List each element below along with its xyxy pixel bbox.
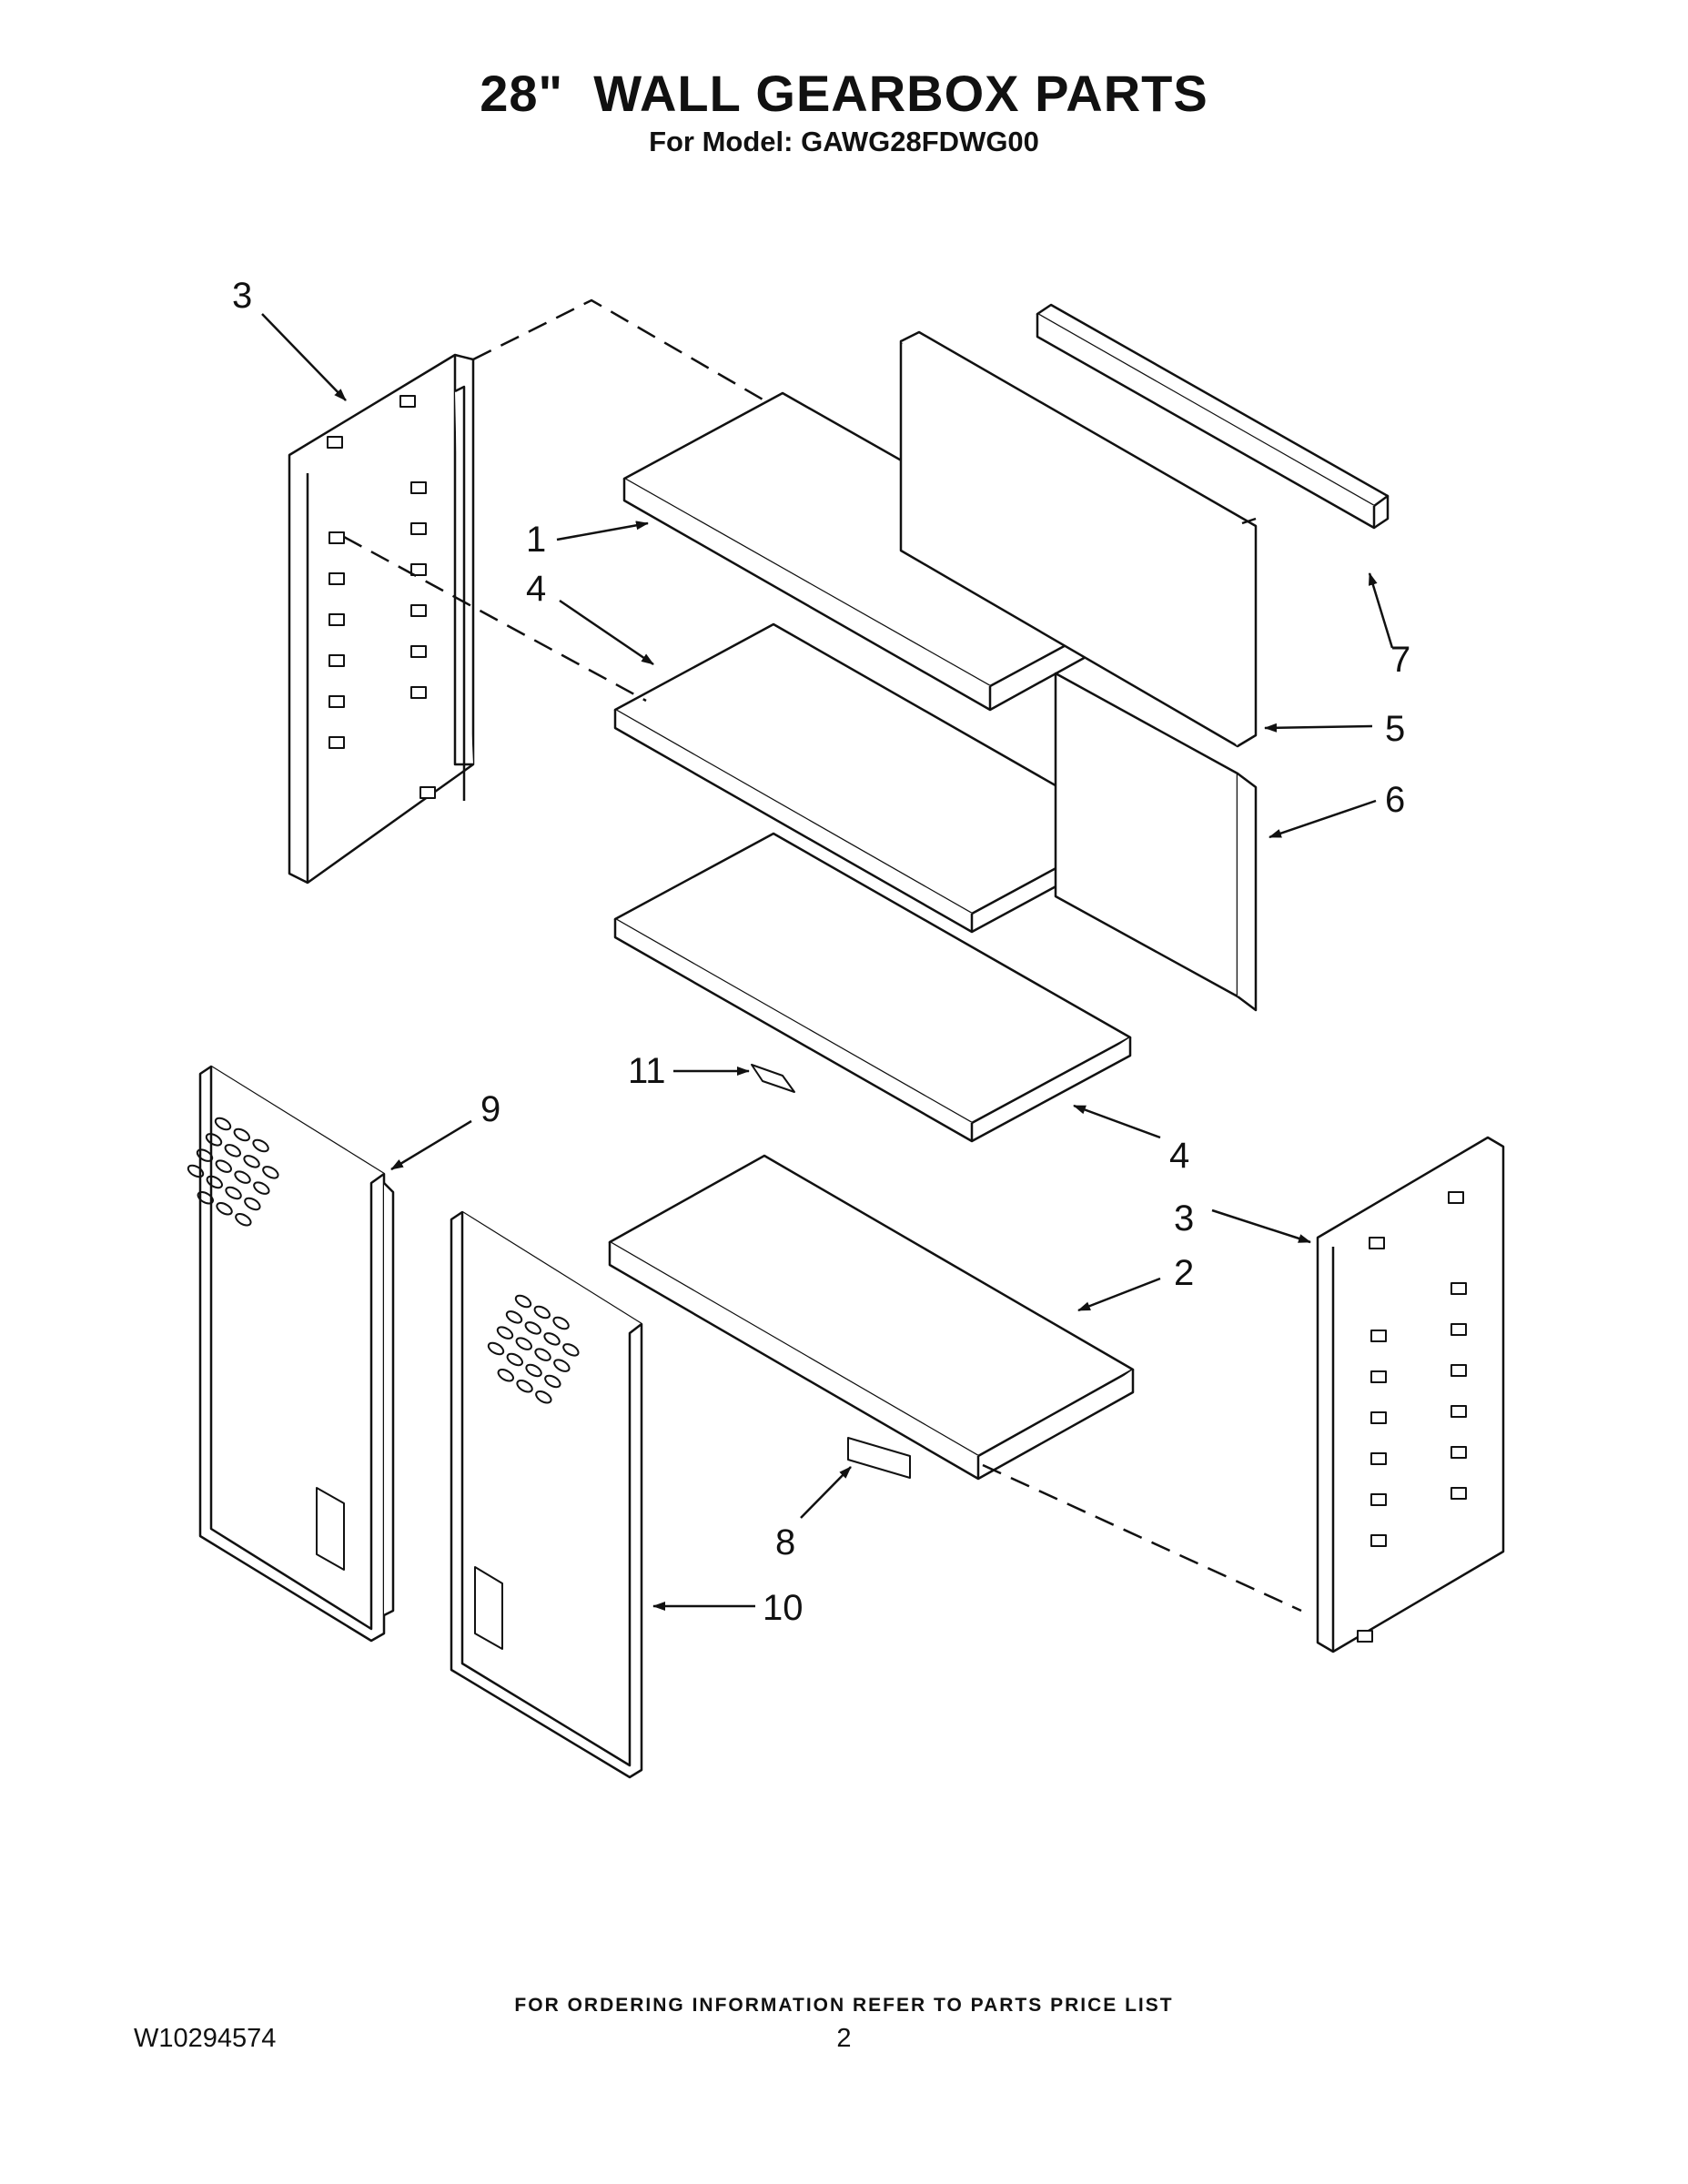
callout-1: 1 <box>526 520 546 560</box>
vent-holes <box>187 1117 580 1404</box>
callout-5: 5 <box>1385 709 1405 749</box>
page-title: 28" WALL GEARBOX PARTS <box>480 65 1208 122</box>
document-number: W10294574 <box>134 2024 277 2053</box>
lower-shelf <box>613 832 1132 1143</box>
bracket <box>751 1064 795 1093</box>
callout-10: 10 <box>763 1588 804 1628</box>
callout-7: 7 <box>1390 640 1410 680</box>
top-rail <box>1036 303 1390 530</box>
bottom-panel <box>608 1154 1135 1481</box>
model-subtitle: For Model: GAWG28FDWG00 <box>649 126 1039 157</box>
callout-3-left: 3 <box>232 276 252 316</box>
callout-6: 6 <box>1385 780 1405 820</box>
left-side-panel <box>288 353 475 885</box>
middle-rear-panel <box>1054 672 1258 1012</box>
callout-11: 11 <box>628 1051 666 1091</box>
ordering-note: FOR ORDERING INFORMATION REFER TO PARTS … <box>514 1995 1174 2016</box>
rear-panel <box>899 330 1258 748</box>
right-side-panel <box>1316 1136 1505 1653</box>
callout-2: 2 <box>1174 1253 1194 1293</box>
callout-8: 8 <box>775 1522 795 1562</box>
page-number: 2 <box>836 2024 852 2053</box>
callout-labels: 3 1 4 7 5 6 11 9 4 3 2 8 10 <box>232 276 1410 1628</box>
left-door <box>198 1065 395 1643</box>
callout-3-right: 3 <box>1174 1198 1194 1239</box>
callout-4-lower: 4 <box>1169 1136 1189 1176</box>
assembly-lines <box>343 298 1302 1613</box>
leader-arrows <box>261 313 1394 1611</box>
right-door <box>450 1210 643 1779</box>
callout-9: 9 <box>480 1089 500 1129</box>
callout-4-upper: 4 <box>526 569 546 609</box>
badge <box>847 1437 911 1479</box>
